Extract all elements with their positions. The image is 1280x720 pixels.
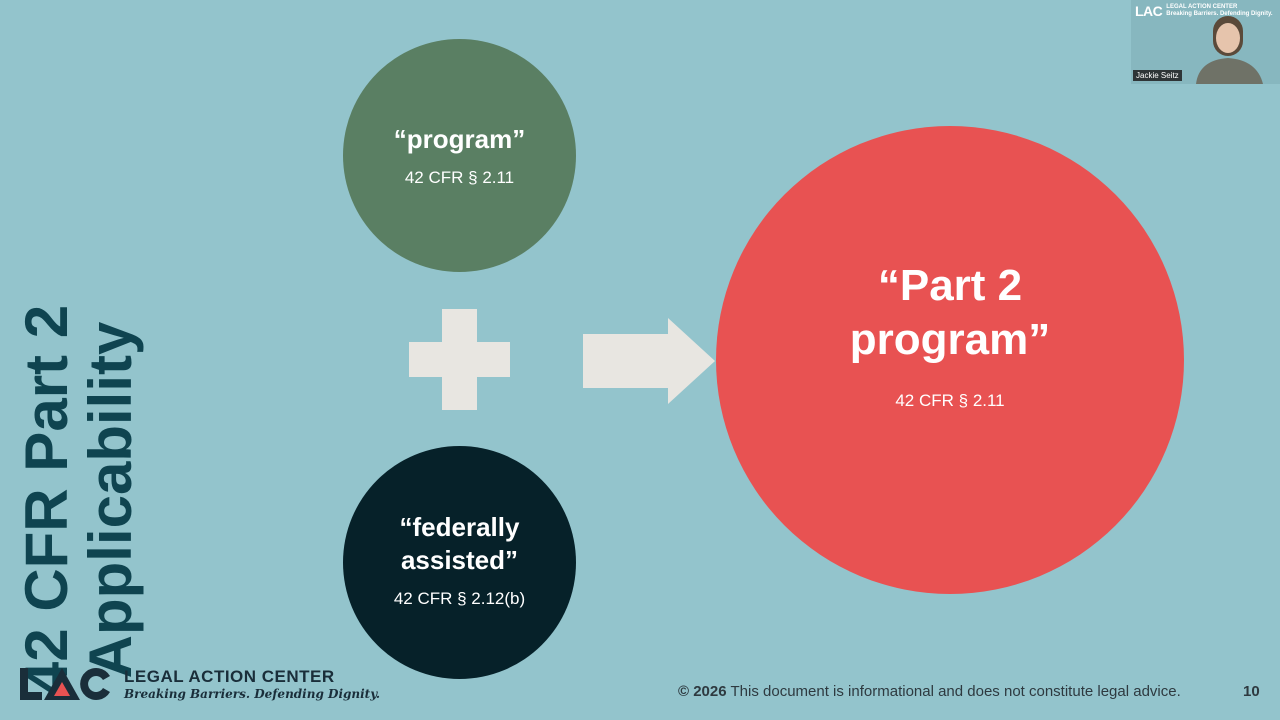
slide-title-line1: 42 CFR Part 2	[13, 304, 80, 696]
participant-avatar	[1196, 16, 1263, 84]
video-tile-logo: LAC LEGAL ACTION CENTER Breaking Barrier…	[1135, 3, 1273, 19]
org-name: LEGAL ACTION CENTER	[124, 666, 335, 686]
part2-term-line1: “Part 2	[877, 261, 1023, 310]
video-tile-tagline: Breaking Barriers. Defending Dignity.	[1166, 11, 1273, 17]
part2-program-circle: “Part 2 program” 42 CFR § 2.11	[716, 126, 1184, 594]
footer-disclaimer-text: This document is informational and does …	[730, 683, 1181, 700]
program-citation: 42 CFR § 2.11	[404, 168, 515, 187]
federal-citation: 42 CFR § 2.12(b)	[393, 588, 526, 608]
part2-term-line2: program”	[849, 315, 1051, 364]
participant-name: Jackie Seitz	[1133, 70, 1182, 81]
participant-video-tile[interactable]: LAC LEGAL ACTION CENTER Breaking Barrier…	[1131, 0, 1280, 84]
lac-logo: LEGAL ACTION CENTER Breaking Barriers. D…	[18, 664, 380, 704]
video-tile-org-name: LEGAL ACTION CENTER	[1166, 4, 1238, 10]
footer-copyright: © 2026	[678, 683, 727, 700]
footer-disclaimer: © 2026 This document is informational an…	[678, 683, 1181, 700]
arrow-right-icon	[583, 318, 715, 404]
video-tile-logo-mark: LAC	[1135, 3, 1163, 19]
federal-term-line2: assisted”	[400, 544, 519, 575]
federal-term-line1: “federally	[399, 511, 520, 542]
part2-citation: 42 CFR § 2.11	[895, 391, 1005, 410]
program-circle: “program” 42 CFR § 2.11	[343, 39, 576, 272]
federal-term: “federally assisted”	[400, 511, 520, 577]
federally-assisted-circle: “federally assisted” 42 CFR § 2.12(b)	[343, 446, 576, 679]
lac-logo-mark	[20, 668, 110, 700]
program-term: “program”	[393, 124, 526, 154]
org-tagline: Breaking Barriers. Defending Dignity.	[124, 686, 380, 701]
page-number: 10	[1243, 683, 1260, 700]
slide-title-line2: Applicability	[77, 321, 144, 679]
part2-term: “Part 2 program”	[850, 259, 1050, 367]
slide-title: 42 CFR Part 2 Applicability	[13, 290, 165, 710]
